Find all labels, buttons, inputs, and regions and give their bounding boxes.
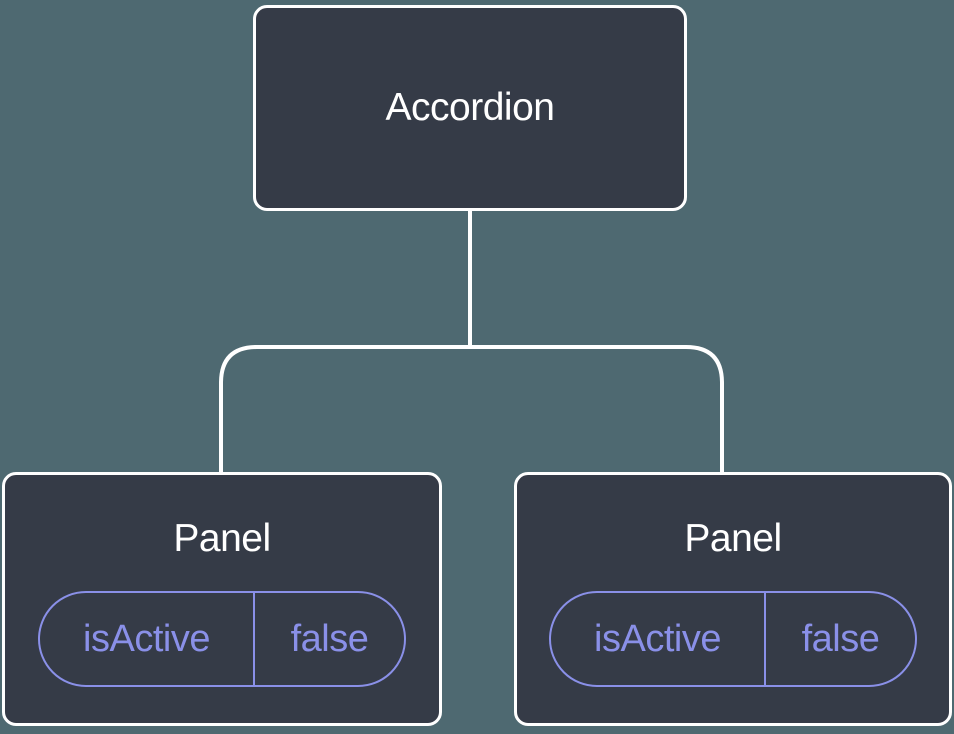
panel-2-label: Panel bbox=[684, 517, 782, 560]
state-value-2: false bbox=[801, 617, 880, 660]
state-value-1: false bbox=[290, 617, 369, 660]
panel-1-label: Panel bbox=[173, 517, 271, 560]
tree-node-panel-1: Panel isActive false bbox=[2, 472, 442, 726]
tree-node-panel-2: Panel isActive false bbox=[514, 472, 952, 726]
accordion-node-label: Accordion bbox=[385, 86, 555, 129]
state-key-2: isActive bbox=[551, 593, 766, 685]
state-pill-1: isActive false bbox=[38, 591, 406, 687]
connector-branch bbox=[219, 345, 724, 474]
state-key-1: isActive bbox=[40, 593, 255, 685]
tree-node-accordion: Accordion bbox=[253, 5, 687, 211]
state-pill-2: isActive false bbox=[549, 591, 917, 687]
